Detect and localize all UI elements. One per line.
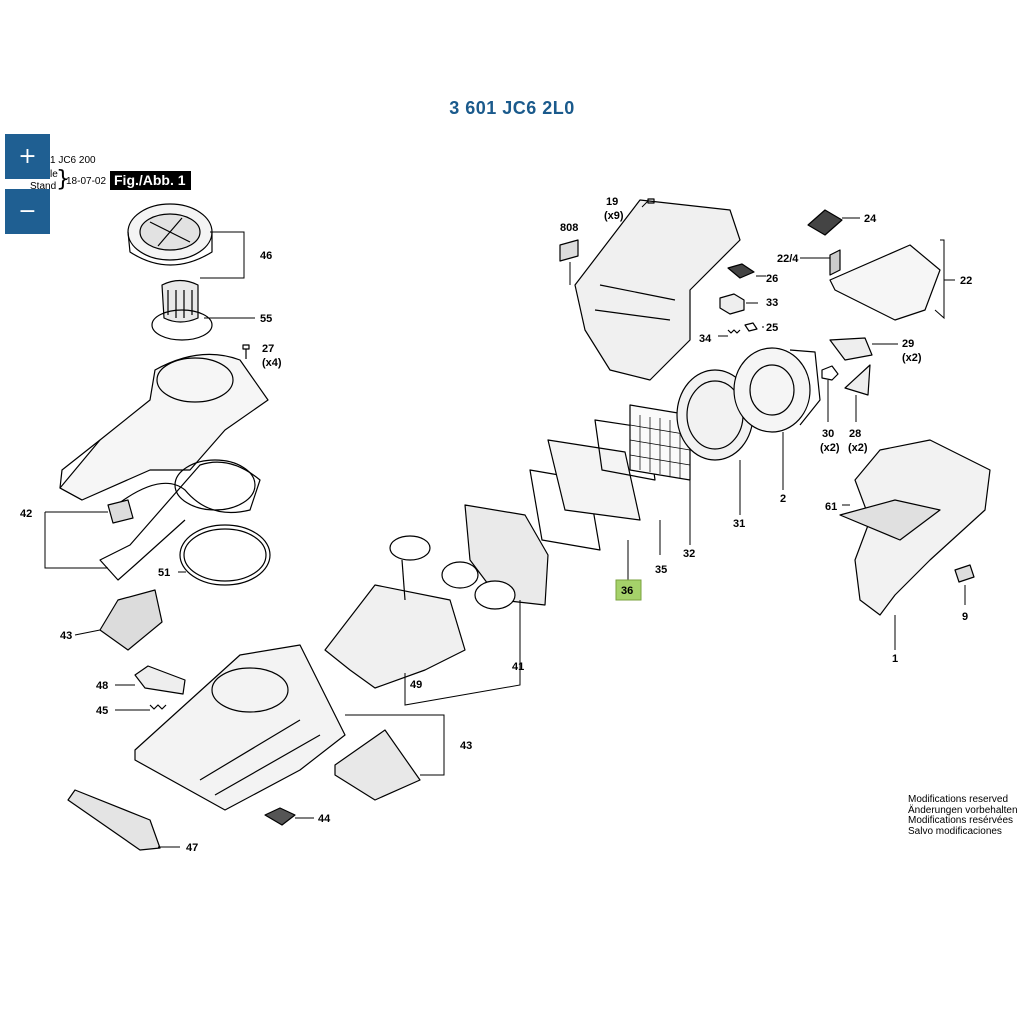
header-label-fragment: le [50,169,58,180]
label-808: 808 [560,222,578,234]
part-49-funnel [324,535,466,689]
label-1: 1 [892,653,898,665]
label-43-left: 43 [60,630,72,642]
part-upper-housing [559,199,741,381]
part-48-latch [134,665,186,695]
label-2: 2 [780,493,786,505]
part-25-nut [744,322,758,332]
label-41: 41 [512,661,524,673]
modifications-en: Modifications reserved [908,794,1009,805]
part-1-handle [839,439,991,616]
part-43-cover [334,729,421,801]
part-26-cap [727,263,755,279]
label-30-qty: (x2) [820,442,840,454]
modifications-de: Änderungen vorbehalten [908,804,1018,816]
label-31: 31 [733,518,745,530]
label-22-4: 22/4 [777,253,799,265]
label-29-qty: (x2) [902,352,922,364]
part-28-pad [844,364,871,396]
modifications-notice: Modifications reserved Änderungen vorbeh… [908,794,1018,837]
part-46-cap [127,203,213,266]
label-25: 25 [766,322,778,334]
callout-labels: 46 55 27 (x4) 42 51 43 48 45 47 44 43 49… [20,196,972,854]
header-brace: } [56,167,70,192]
part-44-button [264,807,296,826]
label-26: 26 [766,273,778,285]
label-22: 22 [960,275,972,287]
label-44: 44 [318,813,331,825]
label-55: 55 [260,313,272,325]
revision-date: 18-07-02 [66,176,107,187]
label-32: 32 [683,548,695,560]
label-27-qty: (x4) [262,357,282,369]
label-28-qty: (x2) [848,442,868,454]
label-19: 19 [606,196,618,208]
part-47-flap [67,789,161,851]
part-2-motor [733,347,821,433]
label-43-right: 43 [460,740,472,752]
model-number: 1 JC6 200 [50,155,96,166]
leader-lines [44,200,966,848]
part-51-ring [179,524,271,586]
part-33-switch [719,293,745,315]
label-24: 24 [864,213,877,225]
label-51: 51 [158,567,170,579]
part-22-board [829,244,941,321]
label-47: 47 [186,842,198,854]
label-9: 9 [962,611,968,623]
label-48: 48 [96,680,108,692]
label-34: 34 [699,333,712,345]
highlight-36 [615,579,642,601]
label-49: 49 [410,679,422,691]
part-24-button [807,209,843,236]
label-42: 42 [20,508,32,520]
part-27-screw [242,344,250,359]
label-46: 46 [260,250,272,262]
label-45: 45 [96,705,108,717]
zoom-in-button[interactable]: + [5,134,50,179]
part-drawings [59,198,991,851]
part-51-ring-inner [183,528,267,582]
part-35-filter-frame [547,439,641,521]
label-28: 28 [849,428,861,440]
part-45-spring [149,704,167,710]
label-35: 35 [655,564,667,576]
label-19-qty: (x9) [604,210,624,222]
label-29: 29 [902,338,914,350]
part-55-filter [151,279,213,341]
filter-grid-lines [629,415,691,478]
part-43-clip [99,589,163,651]
part-nozzle-lower [134,644,346,811]
label-30: 30 [822,428,834,440]
modifications-fr: Modifications resérvées [908,815,1014,826]
part-34-spring [727,329,741,334]
part-nozzle-upper [59,353,269,501]
part-30-nut [821,365,839,381]
part-42-frame [99,459,261,581]
stand-label: Stand [30,181,57,192]
diagram-title: 3 601 JC6 2L0 [449,98,575,118]
figure-label: Fig./Abb. 1 [110,171,191,190]
zoom-out-button[interactable]: − [5,189,50,234]
label-27: 27 [262,343,274,355]
part-29-pad [829,337,873,361]
part-41-filter-holder [441,504,549,610]
modifications-es: Salvo modificaciones [908,825,1002,837]
label-36: 36 [621,585,633,597]
label-33: 33 [766,297,778,309]
label-61: 61 [825,501,837,513]
